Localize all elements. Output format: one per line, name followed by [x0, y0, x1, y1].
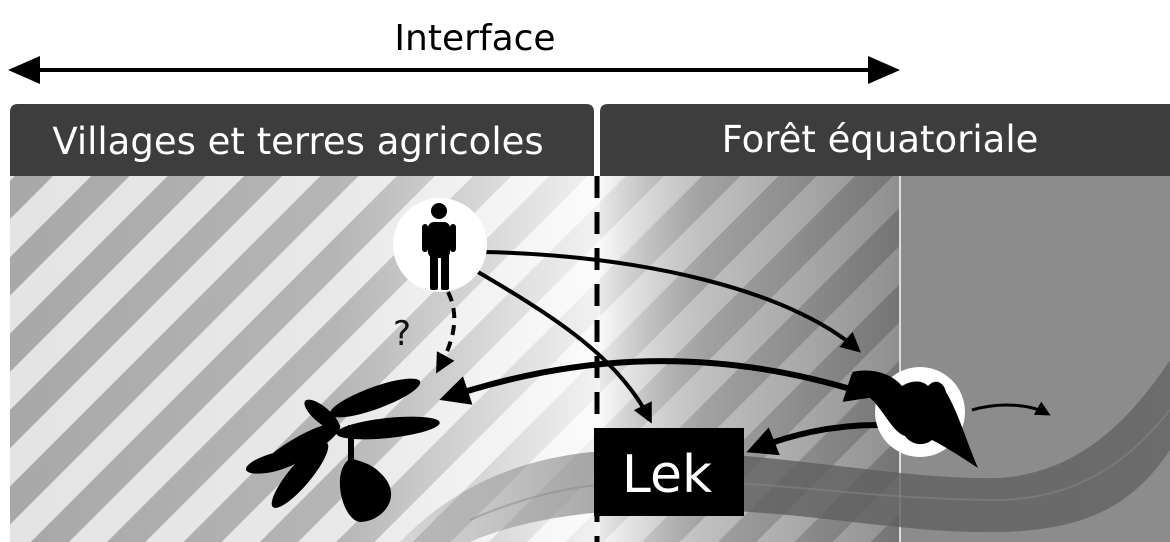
lek-box — [594, 428, 744, 516]
interface-label: Interface — [394, 18, 555, 59]
question-mark: ? — [393, 314, 411, 354]
bat-icon — [852, 367, 978, 468]
header-forest — [600, 104, 1170, 176]
lek-label: Lek — [622, 445, 712, 505]
interface-arrow-right-head — [868, 56, 900, 84]
zone-title-forest: Forêt équatoriale — [722, 118, 1039, 161]
arrow-bat-plant — [439, 358, 876, 405]
person-icon — [393, 198, 487, 292]
arrows — [436, 250, 1051, 456]
header-villages — [10, 104, 594, 176]
river-ripples — [469, 409, 1170, 521]
palm-tree-icon — [245, 378, 440, 522]
arrow-bat-outward — [971, 401, 1051, 416]
arrow-human-to-plant — [436, 291, 457, 374]
interface-arrow-left-head — [8, 56, 40, 84]
arrow-bat-to-lek — [746, 422, 879, 456]
landscape-panel — [10, 176, 1170, 542]
arrow-human-to-bat — [483, 250, 862, 353]
river-band — [400, 360, 1170, 542]
zone-title-villages: Villages et terres agricoles — [52, 120, 543, 163]
